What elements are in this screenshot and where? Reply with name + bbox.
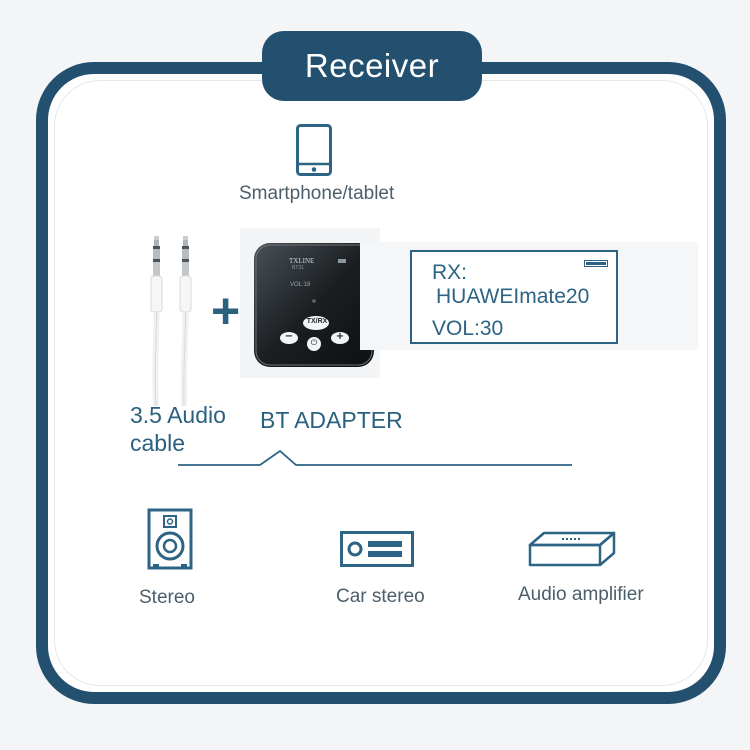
display-line-3: VOL:30	[432, 317, 504, 340]
connector-bracket	[178, 449, 572, 466]
display-line-2: HUAWEImate20	[436, 285, 590, 308]
lcd-display: RX: HUAWEImate20 VOL:30	[410, 250, 618, 344]
display-line-1: RX:	[432, 261, 468, 284]
adapter-screen-text: VOL:18	[290, 282, 311, 288]
cable-label-line2: cable	[130, 430, 185, 456]
plus-button[interactable]: +	[335, 331, 345, 342]
cable-label-line1: 3.5 Audio	[130, 402, 226, 428]
mode-button[interactable]: TX/RX	[306, 318, 328, 325]
adapter-model: BT31	[292, 265, 304, 271]
amplifier-icon	[528, 531, 616, 567]
output-label-stereo: Stereo	[139, 587, 195, 608]
smartphone-icon	[296, 124, 332, 176]
power-button[interactable]: ⏻	[310, 338, 318, 347]
battery-icon	[584, 260, 608, 267]
page-title: Receiver	[304, 47, 440, 84]
output-label-car-stereo: Car stereo	[336, 586, 425, 607]
adapter-label: BT ADAPTER	[260, 407, 403, 433]
adapter-brand: TXLINE	[289, 257, 315, 265]
smartphone-label: Smartphone/tablet	[239, 183, 395, 204]
speaker-icon	[147, 508, 193, 570]
cable-label: 3.5 Audio cable	[130, 401, 226, 457]
plus-sign: +	[211, 283, 241, 339]
car-stereo-icon	[340, 531, 414, 567]
diagram-frame	[36, 62, 726, 704]
minus-button[interactable]: −	[284, 331, 294, 342]
output-label-amplifier: Audio amplifier	[518, 584, 644, 605]
bt-adapter-icon	[254, 243, 374, 367]
audio-cable-icon	[150, 236, 192, 407]
title-tab: Receiver	[262, 31, 482, 101]
